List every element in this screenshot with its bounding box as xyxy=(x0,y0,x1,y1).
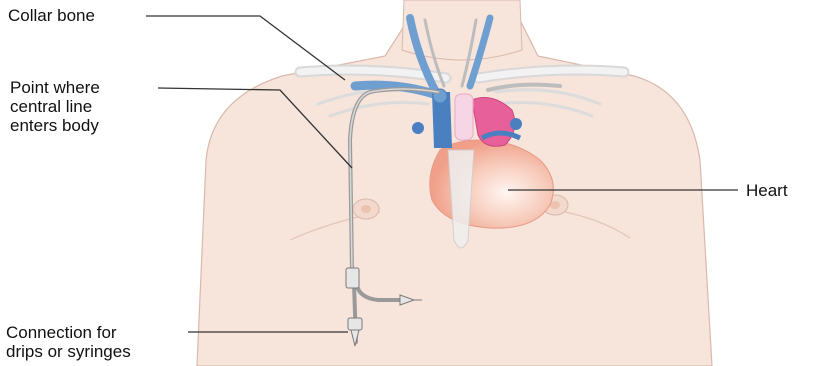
label-central-line-entry: Point where central line enters body xyxy=(10,78,100,135)
catheter-hub xyxy=(346,268,359,288)
label-heart: Heart xyxy=(746,181,788,200)
aorta xyxy=(455,94,473,140)
vessel-left xyxy=(412,122,424,134)
vessel-right xyxy=(510,118,522,130)
label-collar-bone: Collar bone xyxy=(8,6,95,25)
clamp xyxy=(348,318,362,330)
label-connection: Connection for drips or syringes xyxy=(6,323,131,361)
left-nipple xyxy=(353,199,379,219)
